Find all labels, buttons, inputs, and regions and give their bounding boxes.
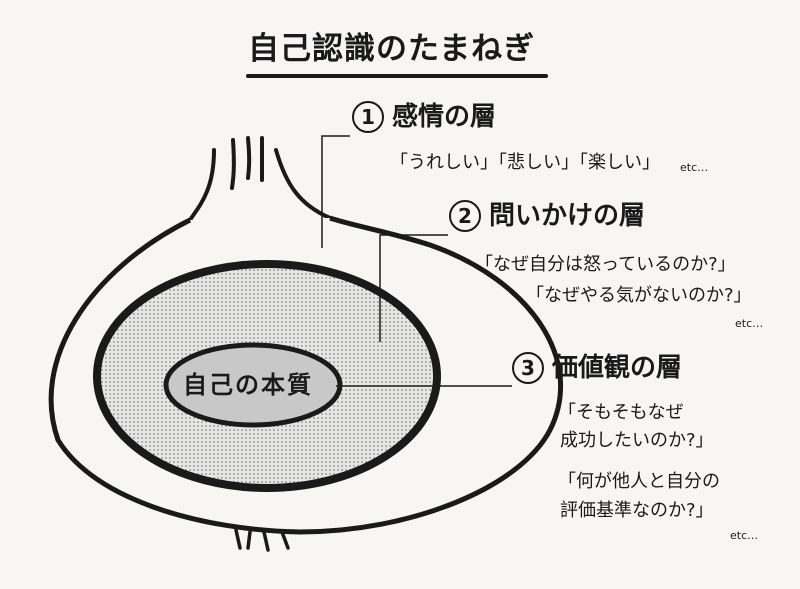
core-ellipse bbox=[163, 342, 343, 428]
layer-3-number: 3 bbox=[512, 352, 544, 384]
layer-3-example-4: 評価基準なのか?」 bbox=[560, 500, 714, 521]
layer-3-example-3: 「何が他人と自分の bbox=[558, 471, 720, 492]
layer-3-etc: etc… bbox=[730, 529, 759, 542]
layer-1-example: 「うれしい」「悲しい」「楽しい」 bbox=[390, 152, 660, 173]
layer-2-heading: 2 問いかけの層 bbox=[449, 200, 645, 232]
layer-1-name: 感情の層 bbox=[392, 102, 497, 132]
layer-1-number: 1 bbox=[352, 101, 384, 133]
core-label: 自己の本質 bbox=[183, 371, 313, 399]
layer-1-etc: etc… bbox=[680, 161, 709, 174]
title-underline bbox=[246, 74, 548, 78]
layer-1-heading: 1 感情の層 bbox=[352, 101, 496, 133]
onion-roots bbox=[234, 528, 290, 552]
layer-2-example-1: 「なぜ自分は怒っているのか?」 bbox=[475, 254, 736, 275]
layer-2-number: 2 bbox=[449, 200, 481, 232]
onion-stalk bbox=[188, 136, 332, 222]
leader-line-1 bbox=[321, 135, 350, 248]
layer-2-name: 問いかけの層 bbox=[489, 201, 646, 231]
layer-3-name: 価値観の層 bbox=[552, 353, 683, 383]
leader-line-2 bbox=[379, 234, 448, 342]
diagram-title: 自己認識のたまねぎ bbox=[248, 31, 536, 67]
leader-lines bbox=[321, 135, 512, 387]
layer-2-example-2: 「なぜやる気がないのか?」 bbox=[526, 285, 752, 306]
layer-3-heading: 3 価値観の層 bbox=[512, 352, 682, 384]
layer-2-etc: etc… bbox=[735, 317, 764, 330]
layer-3-example-2: 成功したいのか?」 bbox=[560, 430, 714, 451]
layer-3-example-1: 「そもそもなぜ bbox=[558, 402, 684, 423]
